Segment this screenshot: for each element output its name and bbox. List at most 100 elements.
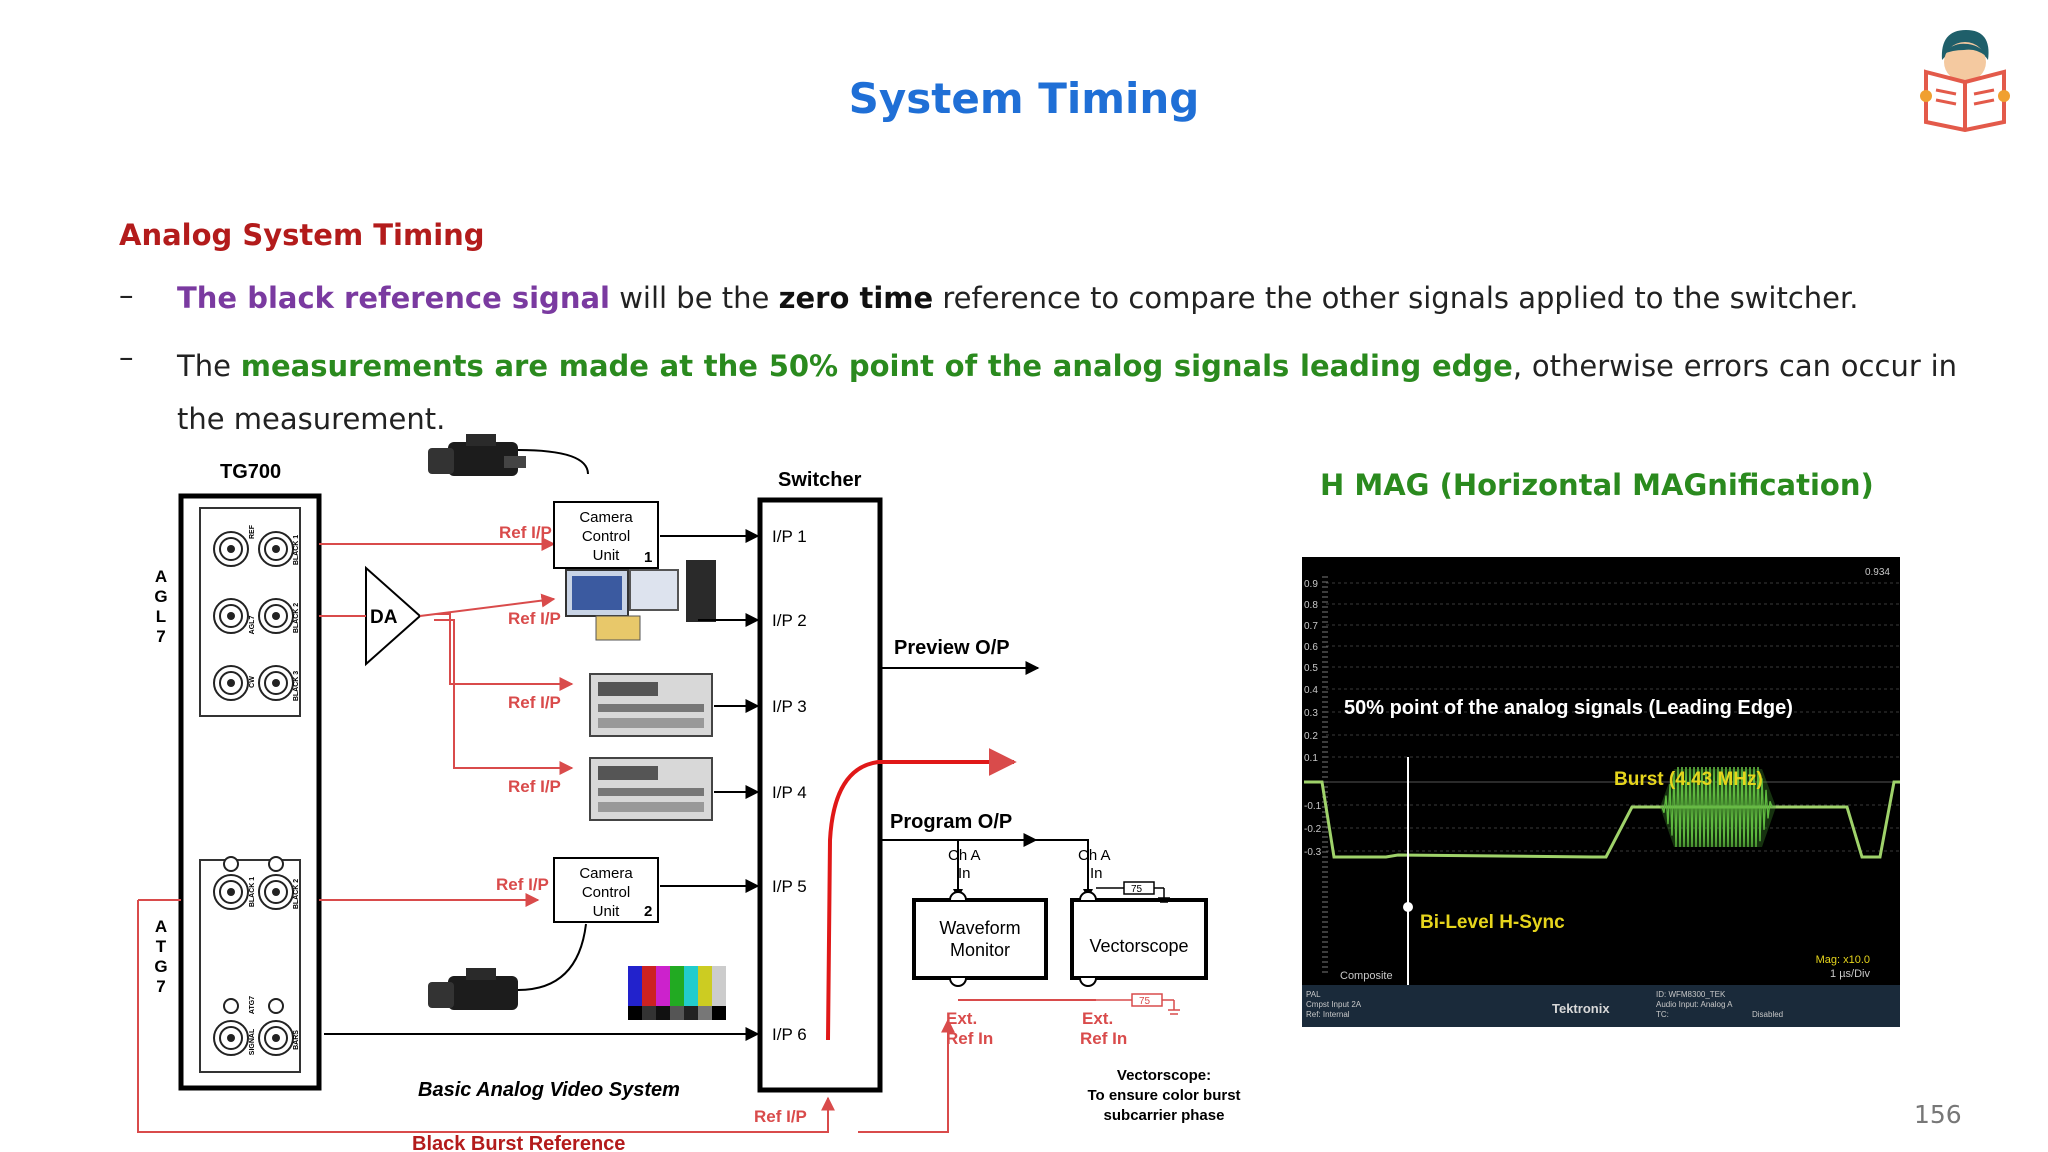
y-tick-label: -0.1 [1304, 801, 1322, 812]
vectorscope-label: Vectorscope [1089, 936, 1188, 956]
ccu-2-line: Camera [579, 865, 633, 882]
bullet-dash: – [119, 278, 134, 312]
waveform-trace [1304, 780, 1900, 859]
tg700-label: TG700 [220, 461, 281, 483]
waveform-monitor-box [912, 898, 1048, 980]
vtr-2-icon [589, 757, 713, 821]
terminator-label: 75 [1131, 884, 1143, 895]
scope-footer-right: TC: [1656, 1010, 1669, 1019]
page-number: 156 [1914, 1100, 1962, 1129]
input-label: I/P 6 [772, 1025, 807, 1044]
waveform-monitor-line: Waveform [939, 918, 1020, 938]
port-label: BLACK 2 [293, 879, 300, 909]
composite-label: Composite [1340, 970, 1393, 982]
terminator-label: 75 [1139, 996, 1151, 1007]
ccu-2-line: Control [582, 884, 630, 901]
switcher-label: Switcher [778, 469, 862, 491]
cha-in-label: Ch A [1078, 847, 1111, 864]
ref-in-label: Ref In [1080, 1029, 1127, 1048]
waveform-scope-display: 0.90.80.70.60.50.40.30.20.1-0.1-0.2-0.3 … [1302, 557, 1900, 1027]
cha-in-label: Ch A [948, 847, 981, 864]
fifty-percent-annotation: 50% point of the analog signals (Leading… [1344, 697, 1793, 719]
ext-label: Ext. [1082, 1009, 1113, 1028]
cha-in-label: In [958, 865, 971, 882]
y-tick-label: -0.2 [1304, 824, 1322, 835]
port-label: CW [249, 676, 256, 688]
reader-logo-icon [1916, 24, 2014, 133]
atg7-letter: 7 [156, 977, 165, 996]
bnc-connectors [213, 531, 294, 1056]
input-label: I/P 3 [772, 697, 807, 716]
scope-footer-left: Ref: Internal [1306, 1010, 1350, 1019]
vtr-1-icon [589, 673, 713, 737]
color-burst-waveform [1660, 766, 1776, 848]
y-tick-label: -0.3 [1304, 847, 1322, 858]
atg7-letter: A [155, 917, 167, 936]
ref-ip-label: Ref I/P [496, 875, 549, 894]
ccu-1-line: Control [582, 528, 630, 545]
ref-ip-label: Ref I/P [508, 777, 561, 796]
slide-title: System Timing [848, 74, 1200, 123]
tektronix-brand: Tektronix [1552, 1001, 1610, 1016]
vectorscope-note-line: subcarrier phase [1104, 1107, 1225, 1124]
y-tick-label: 0.5 [1304, 663, 1318, 674]
bullet-1-bold: zero time [778, 281, 934, 315]
bullet-2-text: The measurements are made at the 50% poi… [177, 340, 1957, 446]
time-div-label: 1 µs/Div [1830, 968, 1870, 980]
ccu-1-box [553, 501, 659, 569]
y-tick-label: 0.3 [1304, 708, 1318, 719]
hsync-label: Bi-Level H-Sync [1420, 912, 1565, 933]
bullet-1-highlight: The black reference signal [177, 281, 610, 315]
port-label: BLACK 2 [293, 603, 300, 633]
ccu-1-line: Unit [593, 547, 621, 564]
agl7-letter: G [154, 587, 167, 606]
agl7-letter: A [155, 567, 167, 586]
switcher-box [757, 497, 883, 1093]
camera-1-icon [428, 434, 589, 476]
diagram-caption: Basic Analog Video System [418, 1079, 680, 1101]
input-label: I/P 4 [772, 783, 807, 802]
port-label: BLACK 1 [293, 535, 300, 565]
mag-label: Mag: x10.0 [1816, 954, 1870, 966]
bullet-2-text-b: , otherwise errors can occur in the meas… [177, 349, 1958, 436]
timing-path-curve [826, 748, 1017, 1041]
black-burst-caption: Black Burst Reference [412, 1133, 625, 1152]
vectorscope-note-line: Vectorscope: [1117, 1067, 1211, 1084]
port-label: BARS [293, 1030, 300, 1050]
ref-ip-label: Ref I/P [499, 523, 552, 542]
atg7-letter: T [156, 937, 167, 956]
y-tick-label: 0.4 [1304, 685, 1318, 696]
agl7-letter: L [156, 607, 166, 626]
atg7-letter: G [154, 957, 167, 976]
preview-output-label: Preview O/P [894, 637, 1010, 659]
program-output-label: Program O/P [890, 811, 1012, 833]
bullet-dash: – [119, 340, 134, 374]
bullet-2-highlight: measurements are made at the 50% point o… [240, 349, 1513, 383]
ccu-1-line: Camera [579, 509, 633, 526]
input-label: I/P 5 [772, 877, 807, 896]
y-tick-label: 0.6 [1304, 642, 1318, 653]
port-label: BLACK 3 [293, 671, 300, 701]
ref-ip-label: Ref I/P [508, 693, 561, 712]
cha-in-label: In [1090, 865, 1103, 882]
waveform-monitor-line: Monitor [950, 940, 1010, 960]
scope-footer-right: Disabled [1752, 1010, 1783, 1019]
vectorscope-note-line: To ensure color burst [1087, 1087, 1240, 1104]
bullet-1-text-b: reference to compare the other signals a… [933, 281, 1859, 315]
ext-label: Ext. [946, 1009, 977, 1028]
da-label: DA [370, 607, 398, 628]
y-tick-label: 0.7 [1304, 621, 1318, 632]
hsync-marker-dot [1403, 902, 1413, 912]
ccu-2-box [553, 857, 659, 923]
port-label: ATG7 [249, 996, 256, 1014]
port-label: REF [249, 524, 256, 539]
vectorscope-box [1070, 898, 1208, 980]
scope-footer-right: ID: WFM8300_TEK [1656, 990, 1726, 999]
camera-2-icon [428, 923, 587, 1010]
scope-footer-left: PAL [1306, 990, 1321, 999]
burst-label: Burst (4.43 MHz) [1614, 769, 1763, 790]
color-bars-icon [628, 966, 726, 1020]
hmag-title: H MAG (Horizontal MAGnification) [1320, 468, 1874, 502]
agl7-letter: 7 [156, 627, 165, 646]
